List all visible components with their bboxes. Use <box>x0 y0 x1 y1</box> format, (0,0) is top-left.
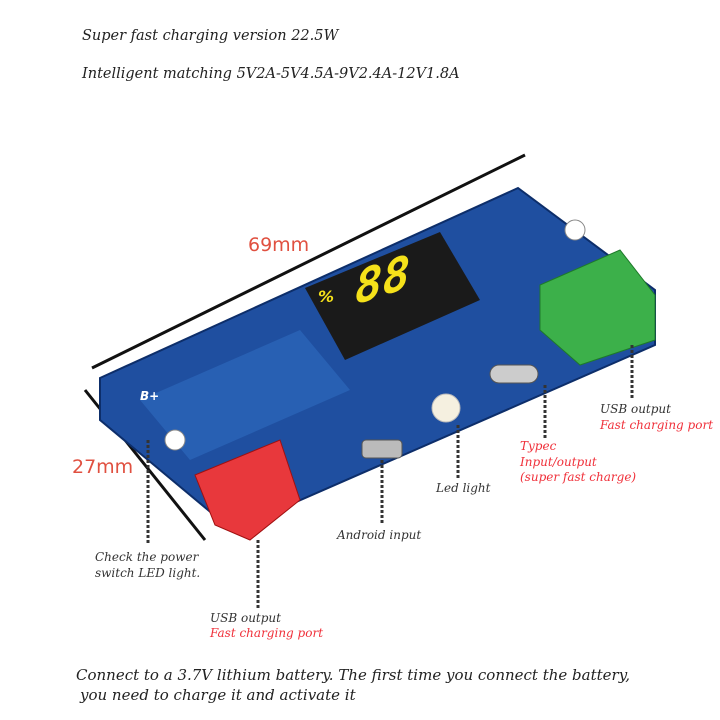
footer-line-1: Connect to a 3.7V lithium battery. The f… <box>76 666 630 684</box>
header-line-2: Intelligent matching 5V2A-5V4.5A-9V2.4A-… <box>82 66 460 82</box>
micro-usb-port <box>361 439 403 459</box>
typec-line-1: Typec <box>520 439 557 453</box>
mount-hole-right <box>564 219 586 241</box>
typec-port <box>489 364 539 384</box>
usb-output-right-label: USB output <box>600 402 671 416</box>
typec-line-3: (super fast charge) <box>520 470 637 484</box>
length-dimension-line <box>91 153 526 370</box>
typec-line-2: Input/output <box>520 455 597 469</box>
footer-line-2: you need to charge it and activate it <box>80 686 356 704</box>
length-label: 69mm <box>248 234 310 256</box>
display-percent: % <box>318 287 334 306</box>
pcb-board <box>99 186 656 532</box>
usb-output-left-sub: Fast charging port <box>210 626 324 640</box>
usb-port-right <box>539 249 656 366</box>
power-switch-line-2: switch LED light. <box>95 566 201 580</box>
power-switch-line-1: Check the power <box>95 550 199 564</box>
silkscreen-bplus: B+ <box>140 389 159 403</box>
mount-hole-left <box>164 429 186 451</box>
led-light-label: Led light <box>436 481 491 495</box>
width-label: 27mm <box>72 456 134 478</box>
usb-output-right-sub: Fast charging port <box>600 418 714 432</box>
led-light <box>431 393 461 423</box>
copper-pad <box>140 330 350 460</box>
led-display <box>305 232 480 360</box>
usb-output-left-label: USB output <box>210 611 281 625</box>
android-input-label: Android input <box>337 528 422 542</box>
usb-port-left <box>194 439 301 541</box>
header-line-1: Super fast charging version 22.5W <box>82 28 339 44</box>
